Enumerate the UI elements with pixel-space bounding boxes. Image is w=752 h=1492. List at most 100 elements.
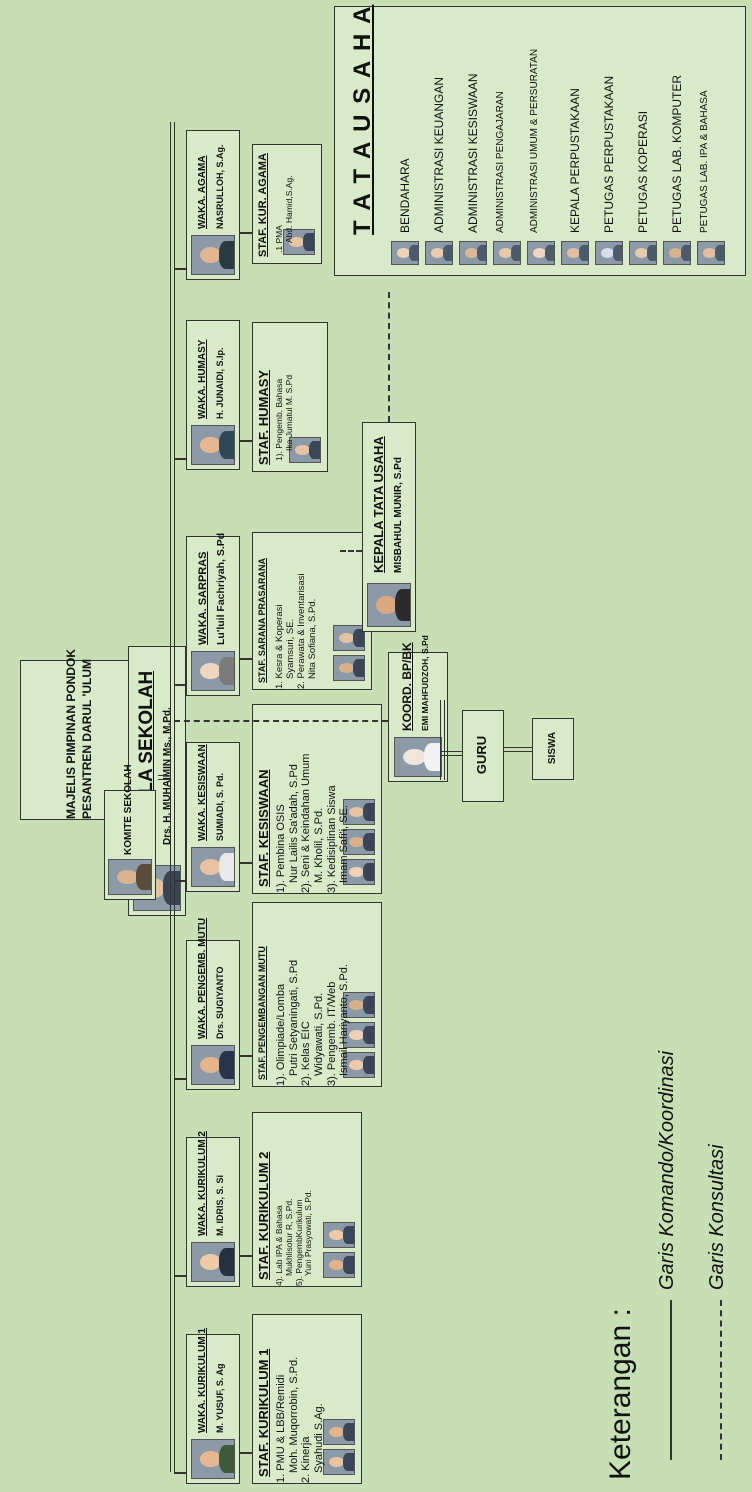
- staf-connector-1: [240, 1255, 252, 1257]
- tatausaha-row-6: PETUGAS PERPUSTAKAAN: [595, 15, 625, 265]
- staf-line-mutu-1: Putri Setyaningati, S.Pd: [287, 959, 300, 1076]
- tatausaha-row-9: PETUGAS LAB. IPA & BAHASA: [697, 15, 727, 265]
- staf-line-kur2-3: Yuni Prasyowati, S.Pd.: [303, 1190, 314, 1276]
- legend-komando: Garis Komando/Koordinasi: [656, 1050, 678, 1290]
- staf-connector-4: [240, 658, 252, 660]
- waka-name-4: Lu'luil Fachriyah, S.Pd: [215, 532, 227, 645]
- staf-title-kur1: STAF. KURIKULUM 1: [256, 1348, 271, 1477]
- staf-connector-2: [240, 1055, 252, 1057]
- majelis-line2: PESANTREN DARUL 'ULUM: [80, 659, 94, 819]
- staf-title-agama: STAF. KUR. AGAMA: [257, 153, 269, 257]
- waka-name-3: SUMIADI, S. Pd.: [215, 772, 225, 841]
- koord-title: KOORD. BP/BK: [400, 642, 414, 731]
- waka-title-2: WAKA. PENGEMB. MUTU: [197, 917, 208, 1039]
- staf-title-mutu: STAF. PENGEMBANGAN MUTU: [257, 946, 267, 1080]
- tatausaha-photo-1: [425, 241, 453, 265]
- tatausaha-row-3: ADMINISTRASI PENGAJARAN: [493, 15, 523, 265]
- drop-2: [174, 1078, 186, 1080]
- kepala-bus-line: [170, 122, 175, 1472]
- siswa-label: SISWA: [547, 731, 558, 765]
- staf-line-kesiswaan-1: Nur Lailis Sa'adah, S.Pd: [287, 764, 300, 883]
- tatausaha-label-9: PETUGAS LAB. IPA & BAHASA: [699, 90, 710, 233]
- staf-title-kesiswaan: STAF. KESISWAAN: [256, 769, 271, 888]
- staf-title-sarana: STAF. SARANA PRASARANA: [257, 557, 267, 683]
- drop-0: [174, 1472, 186, 1474]
- koord-bpbk-box: KOORD. BP/BK EMI MAHFUDZOH, S.Pd: [388, 635, 448, 782]
- waka-photo-1: [191, 1242, 235, 1282]
- waka-title-0: WAKA. KURIKULUM 1: [197, 1328, 208, 1433]
- waka-photo-4: [191, 651, 235, 691]
- ktu-tu-dash: [388, 292, 390, 422]
- staf-line-humasy-1: Ika Jumatul M. S.Pd: [283, 374, 294, 451]
- tatausaha-photo-6: [595, 241, 623, 265]
- tatausaha-label-3: ADMINISTRASI PENGAJARAN: [495, 91, 506, 233]
- staf-line-mutu-4: 3). Pengemb. IT/Web: [325, 981, 338, 1086]
- waka-photo-5: [191, 425, 235, 465]
- staf-title-humasy: STAF. HUMASY: [256, 369, 271, 465]
- staf-photo-kur1-0: [323, 1449, 355, 1475]
- legend-komando-line: [670, 1300, 672, 1460]
- siswa-box-visible: SISWA: [532, 718, 574, 780]
- waka-name-5: H. JUNAIDI, S.Ip.: [215, 347, 225, 419]
- tatausaha-title: T A T A U S A H A: [349, 4, 376, 235]
- staf-photo-kur2-0: [323, 1252, 355, 1278]
- ktu-photo: [367, 583, 411, 627]
- staf-box-sarana: STAF. SARANA PRASARANA 1. Kesra & Koperas…: [252, 532, 372, 690]
- staf-line-kesiswaan-4: 3). Kedisiplinan Siswa: [325, 785, 338, 893]
- staf-connector-6: [240, 232, 252, 234]
- staf-line-mutu-0: 1). Olimpiade/Lomba: [275, 983, 287, 1086]
- tatausaha-row-7: PETUGAS KOPERASI: [629, 15, 659, 265]
- guru-box: GURU: [462, 710, 504, 802]
- staf-line-kur1-1: Moh. Muqorrobin, S.Pd.: [287, 1356, 300, 1473]
- staf-line-kesiswaan-3: M. Kholil, S.Pd.: [312, 807, 325, 883]
- staf-line-sarana-3: Nita Sofiana, S.Pd.: [306, 598, 318, 679]
- tatausaha-row-5: KEPALA PERPUSTAKAAN: [561, 15, 591, 265]
- koord-name: EMI MAHFUDZOH, S.Pd: [420, 635, 430, 731]
- tatausaha-photo-8: [663, 241, 691, 265]
- kepala-down-line: [158, 775, 170, 780]
- tatausaha-row-0: BENDAHARA: [391, 15, 421, 265]
- waka-photo-6: [191, 235, 235, 275]
- tatausaha-label-0: BENDAHARA: [398, 158, 412, 233]
- majelis-line1: MAJELIS PIMPINAN PONDOK: [64, 648, 78, 819]
- waka-name-6: NASRULLOH, S.Ag.: [215, 144, 225, 230]
- tatausaha-photo-5: [561, 241, 589, 265]
- koord-guru-line: [440, 700, 445, 780]
- tatausaha-row-8: PETUGAS LAB. KOMPUTER: [663, 15, 693, 265]
- waka-photo-3: [191, 847, 235, 887]
- staf-line-kesiswaan-0: 1). Pembina OSIS: [275, 804, 287, 893]
- waka-name-0: M. YUSUF, S. Ag: [215, 1363, 225, 1433]
- tatausaha-label-8: PETUGAS LAB. KOMPUTER: [670, 74, 684, 233]
- legend-title: Keterangan :: [604, 1308, 637, 1480]
- komite-label: KOMITE SEKOLAH: [123, 764, 134, 855]
- staf-line-kesiswaan-2: 2). Seni & Keindahan Umum: [300, 753, 313, 893]
- drop-6: [174, 268, 186, 270]
- tatausaha-photo-0: [391, 241, 419, 265]
- staf-title-kur2: STAF. KURIKULUM 2: [256, 1151, 271, 1280]
- staf-line-kur1-3: Syahudi S.Ag.: [312, 1403, 325, 1473]
- staf-connector-5: [240, 440, 252, 442]
- tatausaha-photo-4: [527, 241, 555, 265]
- waka-title-4: WAKA. SARPRAS: [197, 551, 209, 645]
- staf-line-kesiswaan-5: Imam Safi'i, SE.: [338, 805, 351, 883]
- waka-title-1: WAKA. KURIKULUM 2: [197, 1131, 208, 1236]
- komite-photo: [108, 859, 152, 895]
- drop-3: [174, 880, 186, 882]
- guru-up-line: [440, 751, 462, 756]
- tatausaha-photo-2: [459, 241, 487, 265]
- tatausaha-label-4: ADMINISTRASI UMUM & PERSURATAN: [529, 48, 540, 233]
- koord-photo: [394, 737, 442, 777]
- staf-line-agama-1: Abd. Hamid,S.Ag.: [283, 175, 294, 243]
